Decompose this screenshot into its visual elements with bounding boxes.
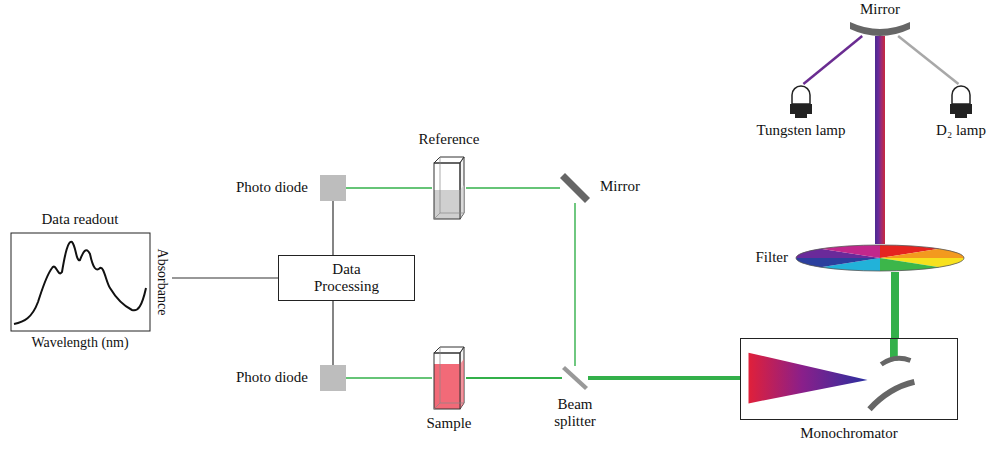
- photo-diode-shape: [320, 175, 346, 201]
- process-box: Data Processing: [278, 255, 415, 301]
- deuterium-lamp-shape: [946, 84, 976, 118]
- curved-mirror-shape: [850, 20, 910, 36]
- heading: Data readout: [41, 211, 118, 228]
- signal-wire: [332, 201, 333, 255]
- light-beam: [346, 187, 432, 188]
- part-label: Beam splitter: [545, 396, 605, 431]
- deuterium-lamp: D₂ lamp: [946, 84, 976, 118]
- part-label: Mirror: [600, 178, 640, 195]
- reference-cuvette-shape: [432, 156, 466, 220]
- monochromator-box: Monochromator: [740, 338, 958, 420]
- part-label: Monochromator: [800, 425, 897, 442]
- signal-wire: [332, 301, 333, 365]
- tungsten-lamp-shape: [786, 84, 816, 118]
- light-beam: [466, 187, 560, 188]
- tungsten-lamp: Tungsten lamp: [786, 84, 816, 118]
- axis-label: Wavelength (nm): [31, 335, 128, 351]
- light-beam: [588, 376, 740, 380]
- light-beam: [466, 377, 562, 379]
- part-label: Photo diode: [236, 369, 308, 386]
- curved-mirror: Mirror: [850, 20, 910, 36]
- part-label: Reference: [419, 131, 480, 148]
- light-beam: [346, 377, 432, 379]
- photo-diode: Photo diode: [320, 175, 346, 201]
- light-beam: [891, 272, 899, 338]
- readout-graph: Data readoutAbsorbanceWavelength (nm): [10, 232, 172, 332]
- part-label: D₂ lamp: [936, 122, 986, 139]
- sample-cuvette-shape: [432, 346, 466, 410]
- signal-wire: [172, 277, 278, 278]
- readout-graph-shape: [10, 232, 172, 332]
- part-label: Mirror: [860, 1, 900, 18]
- filter-wheel: Filter: [795, 244, 965, 272]
- sample-cuvette: Sample: [432, 346, 466, 410]
- box-text: Data Processing: [306, 261, 388, 296]
- part-label: Tungsten lamp: [756, 122, 845, 139]
- monochromator-box-shape: [741, 339, 957, 419]
- light-beam: [574, 203, 575, 366]
- photo-diode-shape: [320, 365, 346, 391]
- photo-diode: Photo diode: [320, 365, 346, 391]
- part-label: Sample: [427, 415, 472, 432]
- part-label: Filter: [756, 249, 789, 266]
- flat-mirror-shape: [560, 173, 590, 203]
- beam-splitter: Beam splitter: [562, 366, 588, 390]
- light-beam: [875, 36, 885, 244]
- filter-wheel-shape: [795, 244, 965, 272]
- light-beam: [898, 36, 958, 84]
- label: Absorbance: [154, 249, 170, 316]
- reference-cuvette: Reference: [432, 156, 466, 220]
- part-label: Photo diode: [236, 179, 308, 196]
- beam-splitter-shape: [562, 366, 588, 390]
- light-beam: [803, 36, 862, 84]
- flat-mirror: Mirror: [560, 173, 590, 203]
